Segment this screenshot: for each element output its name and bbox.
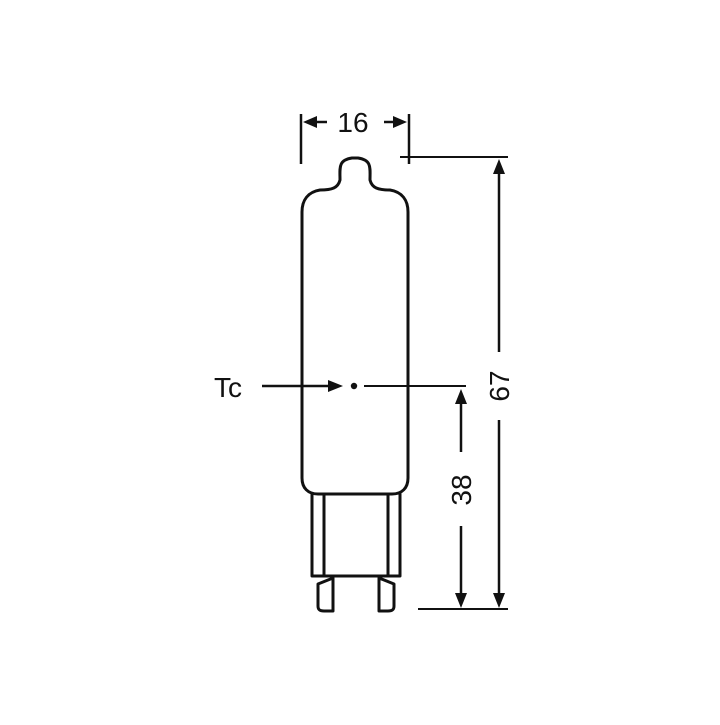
tc-height-dimension <box>455 389 467 608</box>
lamp-base <box>310 492 402 578</box>
lamp-body-outline <box>300 156 410 496</box>
tc-label: Tc <box>214 372 242 403</box>
pin-right <box>377 576 396 613</box>
width-label: 16 <box>337 107 368 138</box>
width-dimension <box>299 114 411 164</box>
tc-height-label: 38 <box>446 474 477 505</box>
pin-left <box>316 576 335 613</box>
tc-indicator <box>262 380 466 392</box>
overall-length-dimension <box>493 159 505 608</box>
overall-length-label: 67 <box>484 370 515 401</box>
